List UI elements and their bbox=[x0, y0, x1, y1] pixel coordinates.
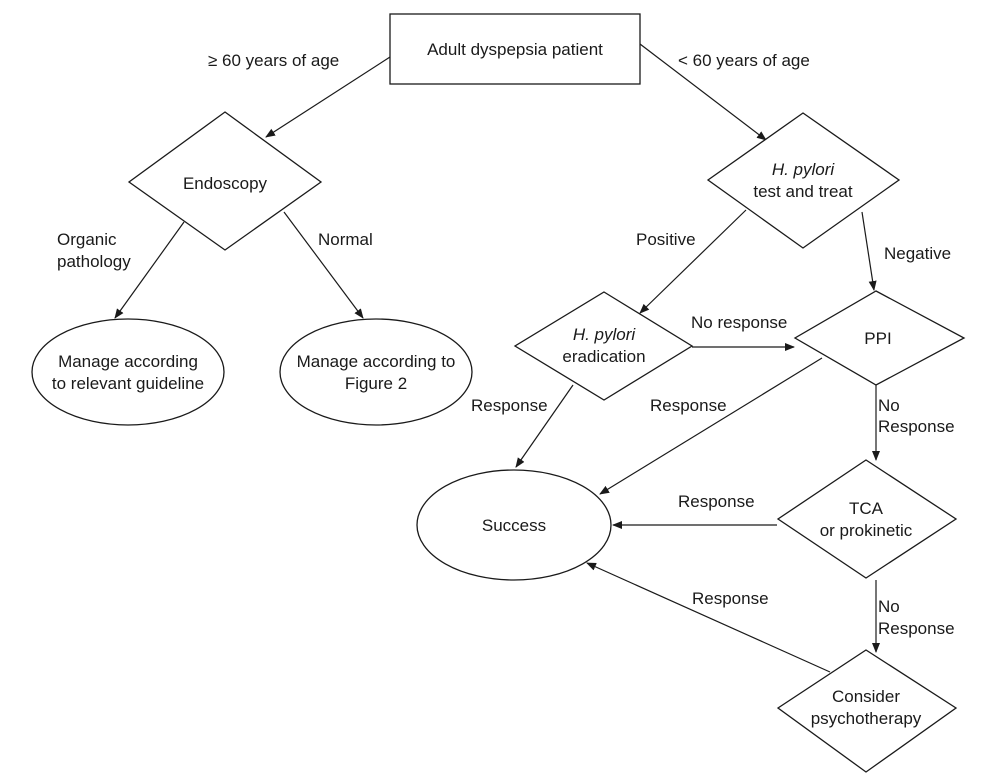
psychotherapy-label-2: psychotherapy bbox=[811, 709, 922, 728]
edge-labels: ≥ 60 years of age < 60 years of age Orga… bbox=[57, 51, 955, 638]
guideline-ellipse bbox=[31, 318, 225, 426]
edge-label-positive: Positive bbox=[636, 230, 696, 249]
node-tca-prokinetic: TCA or prokinetic bbox=[776, 459, 958, 579]
node-figure2: Manage according to Figure 2 bbox=[279, 318, 473, 426]
edge-label-ppi-no-2: Response bbox=[878, 417, 955, 436]
psychotherapy-diamond bbox=[776, 649, 958, 773]
edge-endoscopy-guideline bbox=[114, 221, 185, 319]
edge-eradication-success bbox=[515, 384, 574, 468]
edge-endoscopy-figure2 bbox=[283, 211, 364, 319]
guideline-label-1: Manage according bbox=[58, 352, 198, 371]
start-box bbox=[389, 13, 641, 85]
edge-label-tca-no-2: Response bbox=[878, 619, 955, 638]
figure2-ellipse bbox=[279, 318, 473, 426]
edge-label-age-under-60: < 60 years of age bbox=[678, 51, 810, 70]
edge-label-organic-2: pathology bbox=[57, 252, 131, 271]
edge-label-normal: Normal bbox=[318, 230, 373, 249]
edge-psychotherapy-success bbox=[586, 562, 831, 673]
node-hpylori-eradication: H. pylori eradication bbox=[513, 291, 694, 401]
hpylori-eradication-diamond bbox=[513, 291, 694, 401]
hpylori-test-diamond bbox=[706, 112, 901, 249]
node-psychotherapy: Consider psychotherapy bbox=[776, 649, 958, 773]
edges bbox=[114, 43, 880, 673]
tca-prokinetic-label-1: TCA bbox=[849, 499, 884, 518]
hpylori-test-label-2: test and treat bbox=[753, 182, 853, 201]
guideline-label-2: to relevant guideline bbox=[52, 374, 204, 393]
node-success: Success bbox=[416, 469, 612, 581]
figure2-label-2: Figure 2 bbox=[345, 374, 407, 393]
edge-label-age-over-60: ≥ 60 years of age bbox=[208, 51, 339, 70]
figure2-label-1: Manage according to bbox=[297, 352, 456, 371]
node-guideline: Manage according to relevant guideline bbox=[31, 318, 225, 426]
endoscopy-label: Endoscopy bbox=[183, 174, 268, 193]
endoscopy-diamond bbox=[127, 111, 323, 251]
ppi-label: PPI bbox=[864, 329, 891, 348]
tca-prokinetic-diamond bbox=[776, 459, 958, 579]
ppi-diamond bbox=[793, 290, 966, 386]
edge-label-psychotherapy-response: Response bbox=[692, 589, 769, 608]
edge-label-ppi-no-1: No bbox=[878, 396, 900, 415]
node-ppi: PPI bbox=[793, 290, 966, 386]
node-start: Adult dyspepsia patient bbox=[389, 13, 641, 85]
edge-label-eradication-response: Response bbox=[471, 396, 548, 415]
tca-prokinetic-label-2: or prokinetic bbox=[820, 521, 913, 540]
edge-test-eradication bbox=[639, 209, 747, 314]
hpylori-eradication-label-2: eradication bbox=[562, 347, 645, 366]
edge-label-organic-1: Organic bbox=[57, 230, 117, 249]
start-label: Adult dyspepsia patient bbox=[427, 40, 603, 59]
edge-label-tca-response: Response bbox=[678, 492, 755, 511]
hpylori-eradication-label-1: H. pylori bbox=[573, 325, 637, 344]
edge-label-tca-no-1: No bbox=[878, 597, 900, 616]
success-label: Success bbox=[482, 516, 546, 535]
psychotherapy-label-1: Consider bbox=[832, 687, 900, 706]
edge-start-hpylori-test bbox=[639, 43, 767, 141]
edge-ppi-success bbox=[599, 357, 823, 495]
edge-start-endoscopy bbox=[265, 56, 391, 138]
edge-label-negative: Negative bbox=[884, 244, 951, 263]
edge-test-ppi bbox=[861, 211, 877, 291]
hpylori-test-label-1: H. pylori bbox=[772, 160, 836, 179]
node-endoscopy: Endoscopy bbox=[127, 111, 323, 251]
success-ellipse bbox=[416, 469, 612, 581]
node-hpylori-test: H. pylori test and treat bbox=[706, 112, 901, 249]
edge-label-ppi-response: Response bbox=[650, 396, 727, 415]
edge-label-no-response: No response bbox=[691, 313, 787, 332]
